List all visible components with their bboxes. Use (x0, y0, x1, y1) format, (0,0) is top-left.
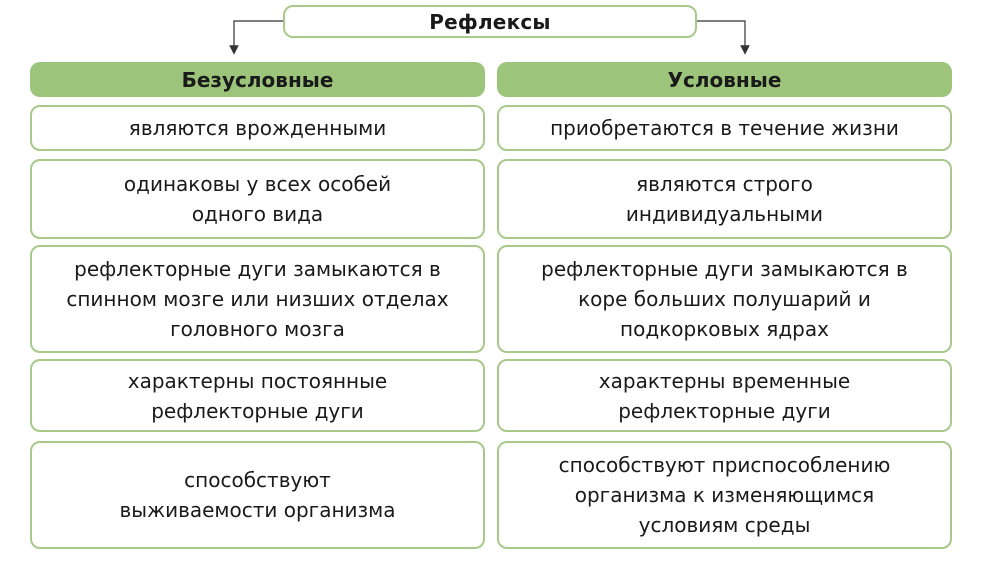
cell-unconditioned-5: способствуют выживаемости организма (30, 441, 485, 549)
column-header-unconditioned: Безусловные (30, 62, 485, 97)
cell-conditioned-5: способствуют приспособлению организма к … (497, 441, 952, 549)
cell-unconditioned-2: одинаковы у всех особей одного вида (30, 159, 485, 239)
cell-unconditioned-1: являются врожденными (30, 105, 485, 151)
cell-conditioned-1: приобретаются в течение жизни (497, 105, 952, 151)
cell-unconditioned-4: характерны постоянные рефлекторные дуги (30, 359, 485, 432)
cell-unconditioned-3: рефлекторные дуги замыкаются в спинном м… (30, 245, 485, 353)
cell-conditioned-3: рефлекторные дуги замыкаются в коре боль… (497, 245, 952, 353)
column-header-conditioned: Условные (497, 62, 952, 97)
cell-conditioned-2: являются строго индивидуальными (497, 159, 952, 239)
diagram-title: Рефлексы (283, 5, 697, 38)
arrow-to-unconditioned (229, 20, 283, 55)
arrow-to-conditioned (697, 20, 750, 55)
cell-conditioned-4: характерны временные рефлекторные дуги (497, 359, 952, 432)
